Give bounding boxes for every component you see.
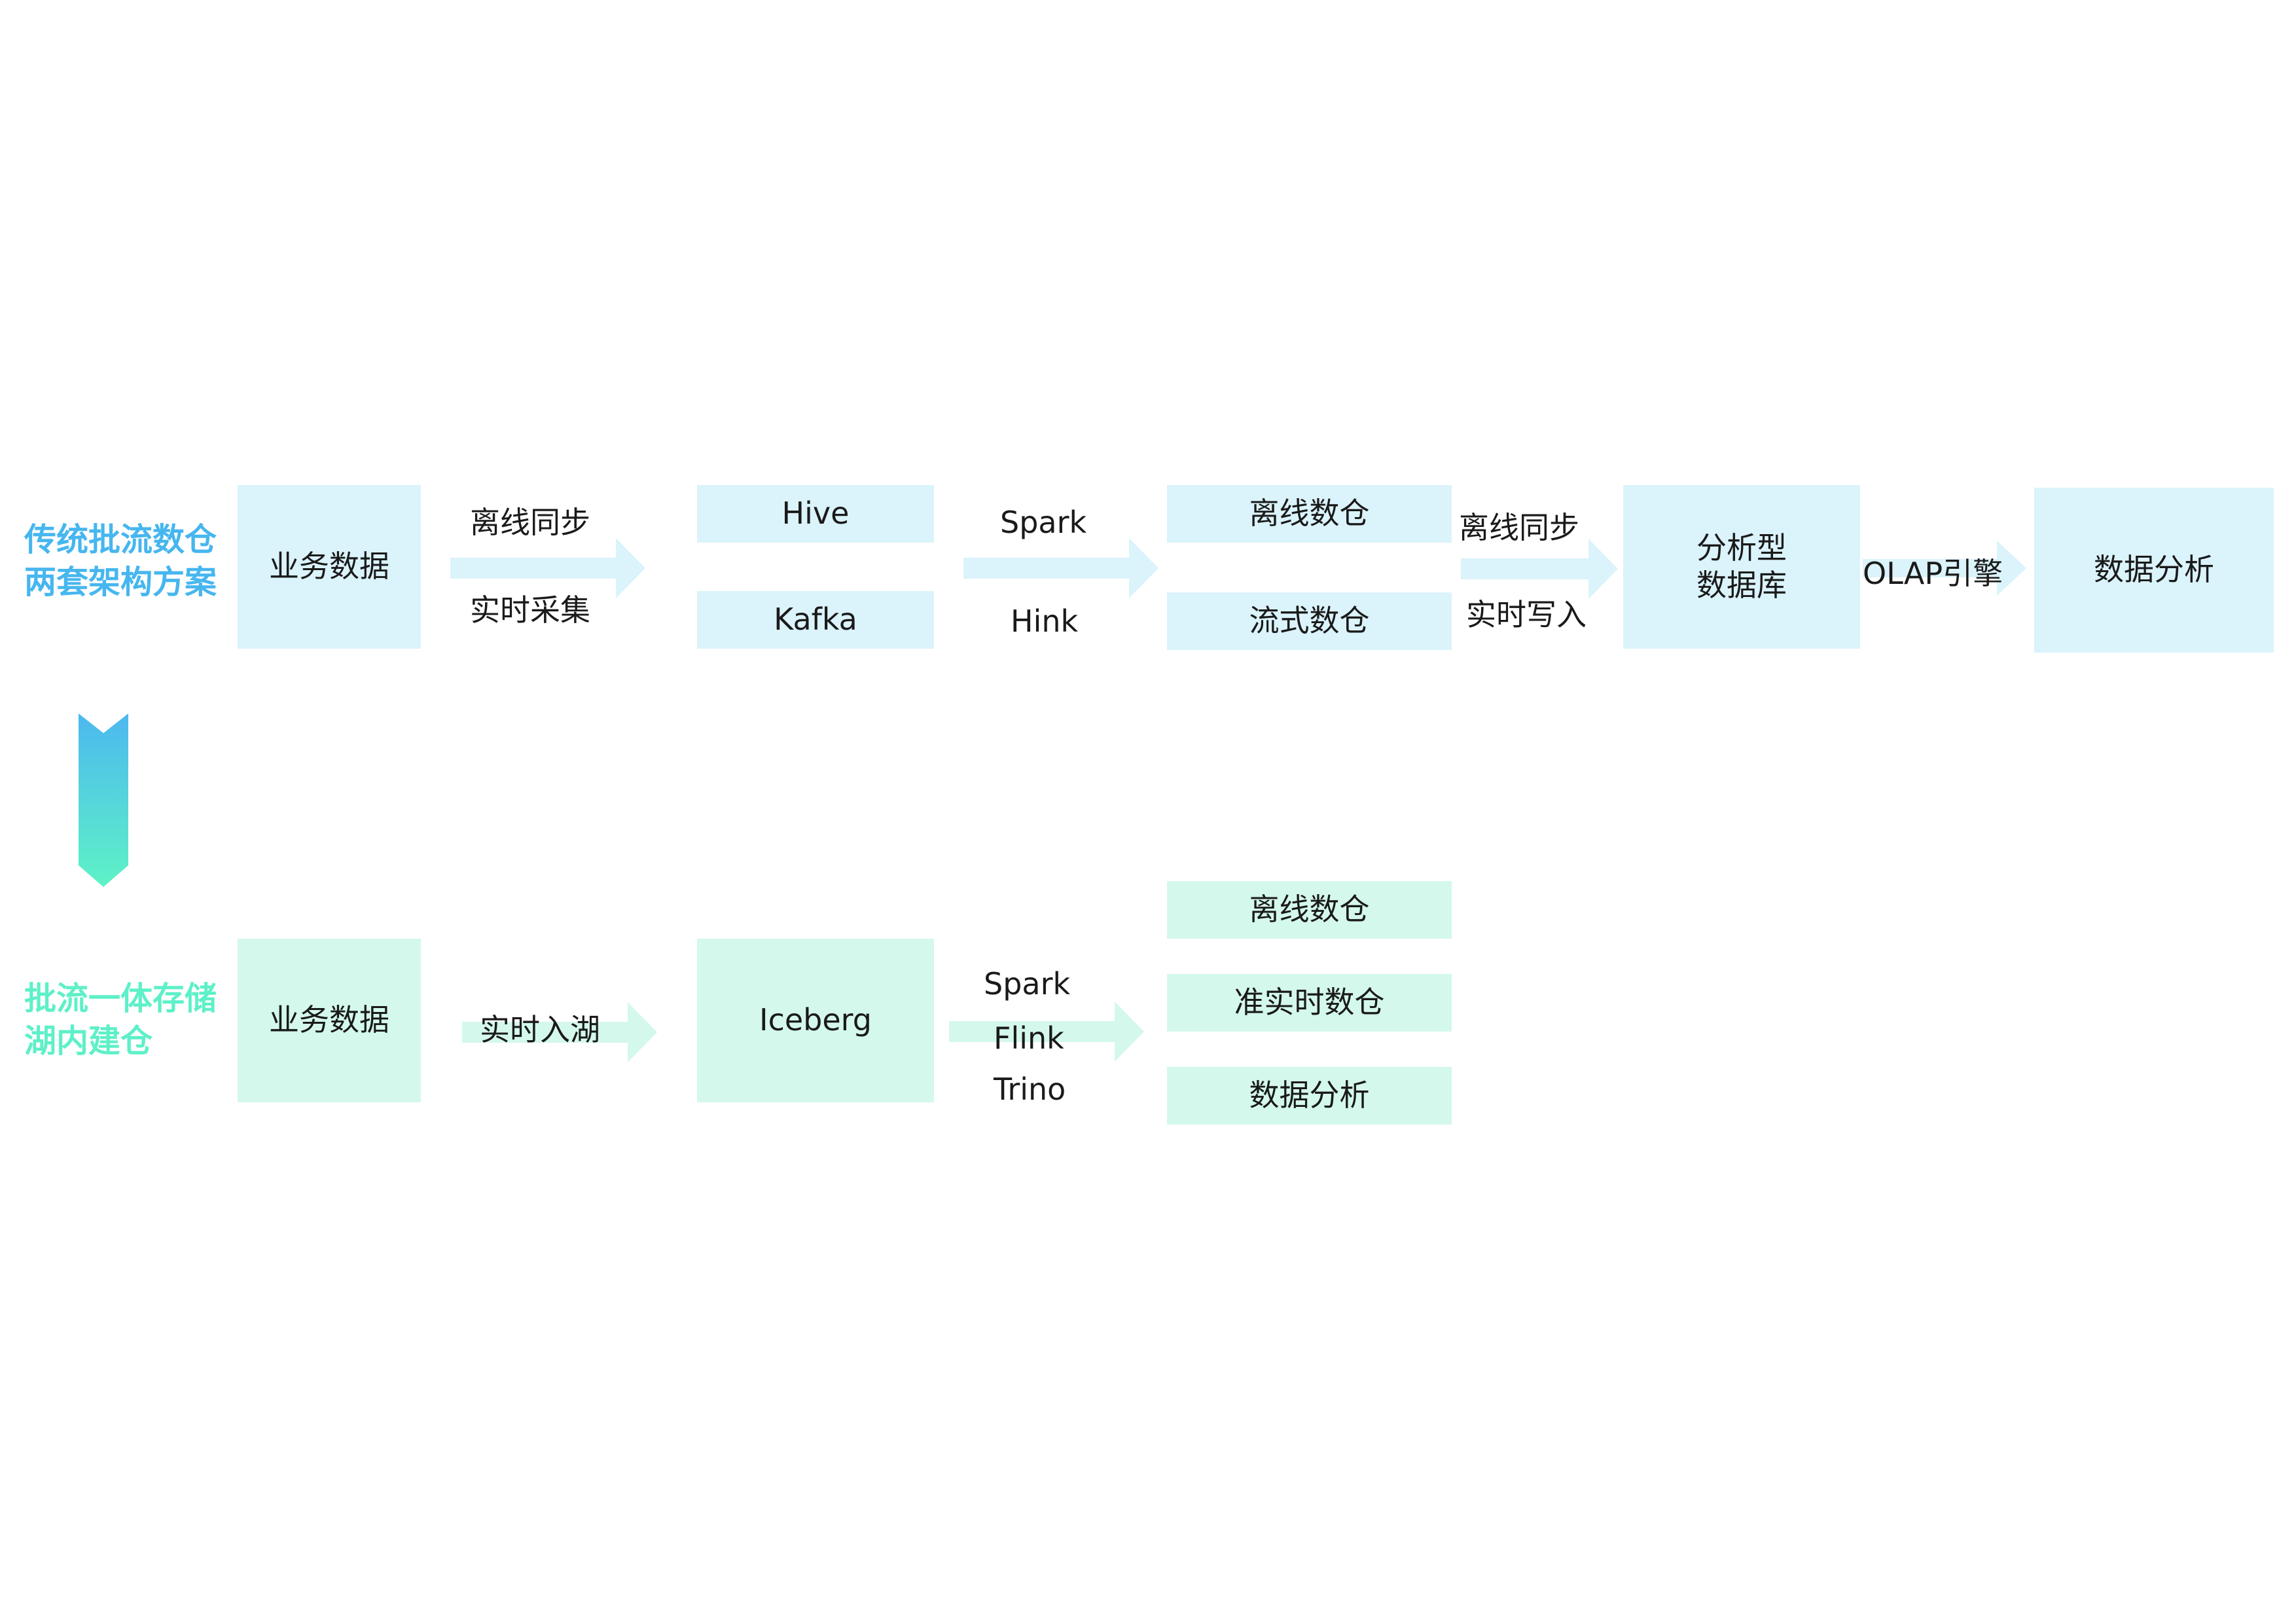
unified-arrow-2-shape [949,1001,1144,1062]
analysis-box: 数据分析 [2034,488,2274,653]
traditional-title-line1: 传统批流数仓 [24,521,217,558]
unified-arrow-2 [949,1001,1144,1062]
traditional-title: 传统批流数仓 两套架构方案 [24,518,217,604]
write-realtime-label: 实时写入 [1466,597,1587,632]
storage-kafka-label: Kafka [774,602,857,638]
storage-kafka-box: Kafka [697,591,934,649]
warehouse-stream-label: 流式数仓 [1249,603,1370,639]
unified-source-box: 业务数据 [238,939,421,1102]
engine-flink-label: Flink [994,1020,1064,1056]
out-analysis-label: 数据分析 [1249,1077,1370,1113]
engine-spark-unified-label: Spark [984,966,1071,1001]
traditional-arrow-1 [450,538,645,598]
unified-title: 批流一体存储 湖内建仓 [24,977,217,1062]
out-offline-box: 离线数仓 [1167,881,1452,939]
engine-trino-label: Trino [994,1072,1066,1107]
ingest-label: 实时入湖 [480,1012,600,1047]
traditional-source-box: 业务数据 [238,485,421,649]
traditional-sync-offline-label: 离线同步 [470,505,590,540]
storage-hive-label: Hive [781,496,850,532]
unified-title-line1: 批流一体存储 [24,980,217,1017]
iceberg-label: Iceberg [759,1002,872,1038]
unified-title-line2: 湖内建仓 [24,1022,153,1060]
engine-hink-label: Hink [1011,604,1079,639]
traditional-title-line2: 两套架构方案 [24,564,217,601]
traditional-arrow-4-shape [1863,541,2026,596]
out-near-realtime-box: 准实时数仓 [1167,974,1452,1032]
engine-spark-label: Spark [1000,505,1087,540]
write-offline-label: 离线同步 [1459,510,1579,545]
chevron-shape [79,713,128,887]
analytic-db-box: 分析型 数据库 [1623,485,1860,649]
traditional-sync-realtime-label: 实时采集 [470,592,590,628]
traditional-arrow-3-shape [1461,539,1618,599]
traditional-arrow-3 [1461,539,1618,599]
analysis-label: 数据分析 [2094,552,2214,588]
unified-arrow-1 [462,1002,657,1062]
out-near-realtime-label: 准实时数仓 [1234,984,1385,1020]
traditional-arrow-2-shape [963,538,1158,598]
warehouse-stream-box: 流式数仓 [1167,592,1452,650]
iceberg-box: Iceberg [697,939,934,1102]
traditional-arrow-2 [963,538,1158,598]
traditional-source-label: 业务数据 [269,549,389,585]
unified-source-label: 业务数据 [269,1002,389,1038]
out-offline-label: 离线数仓 [1249,892,1370,928]
storage-hive-box: Hive [697,485,934,543]
unified-arrow-1-shape [462,1002,657,1062]
analytic-db-label: 分析型 数据库 [1696,530,1787,604]
out-analysis-box: 数据分析 [1167,1067,1452,1125]
warehouse-offline-box: 离线数仓 [1167,485,1452,543]
traditional-arrow-1-shape [450,538,645,598]
warehouse-offline-label: 离线数仓 [1249,496,1370,532]
chevron-down-icon [79,713,128,887]
traditional-arrow-4 [1863,541,2026,596]
olap-engine-label: OLAP引擎 [1863,556,2003,591]
